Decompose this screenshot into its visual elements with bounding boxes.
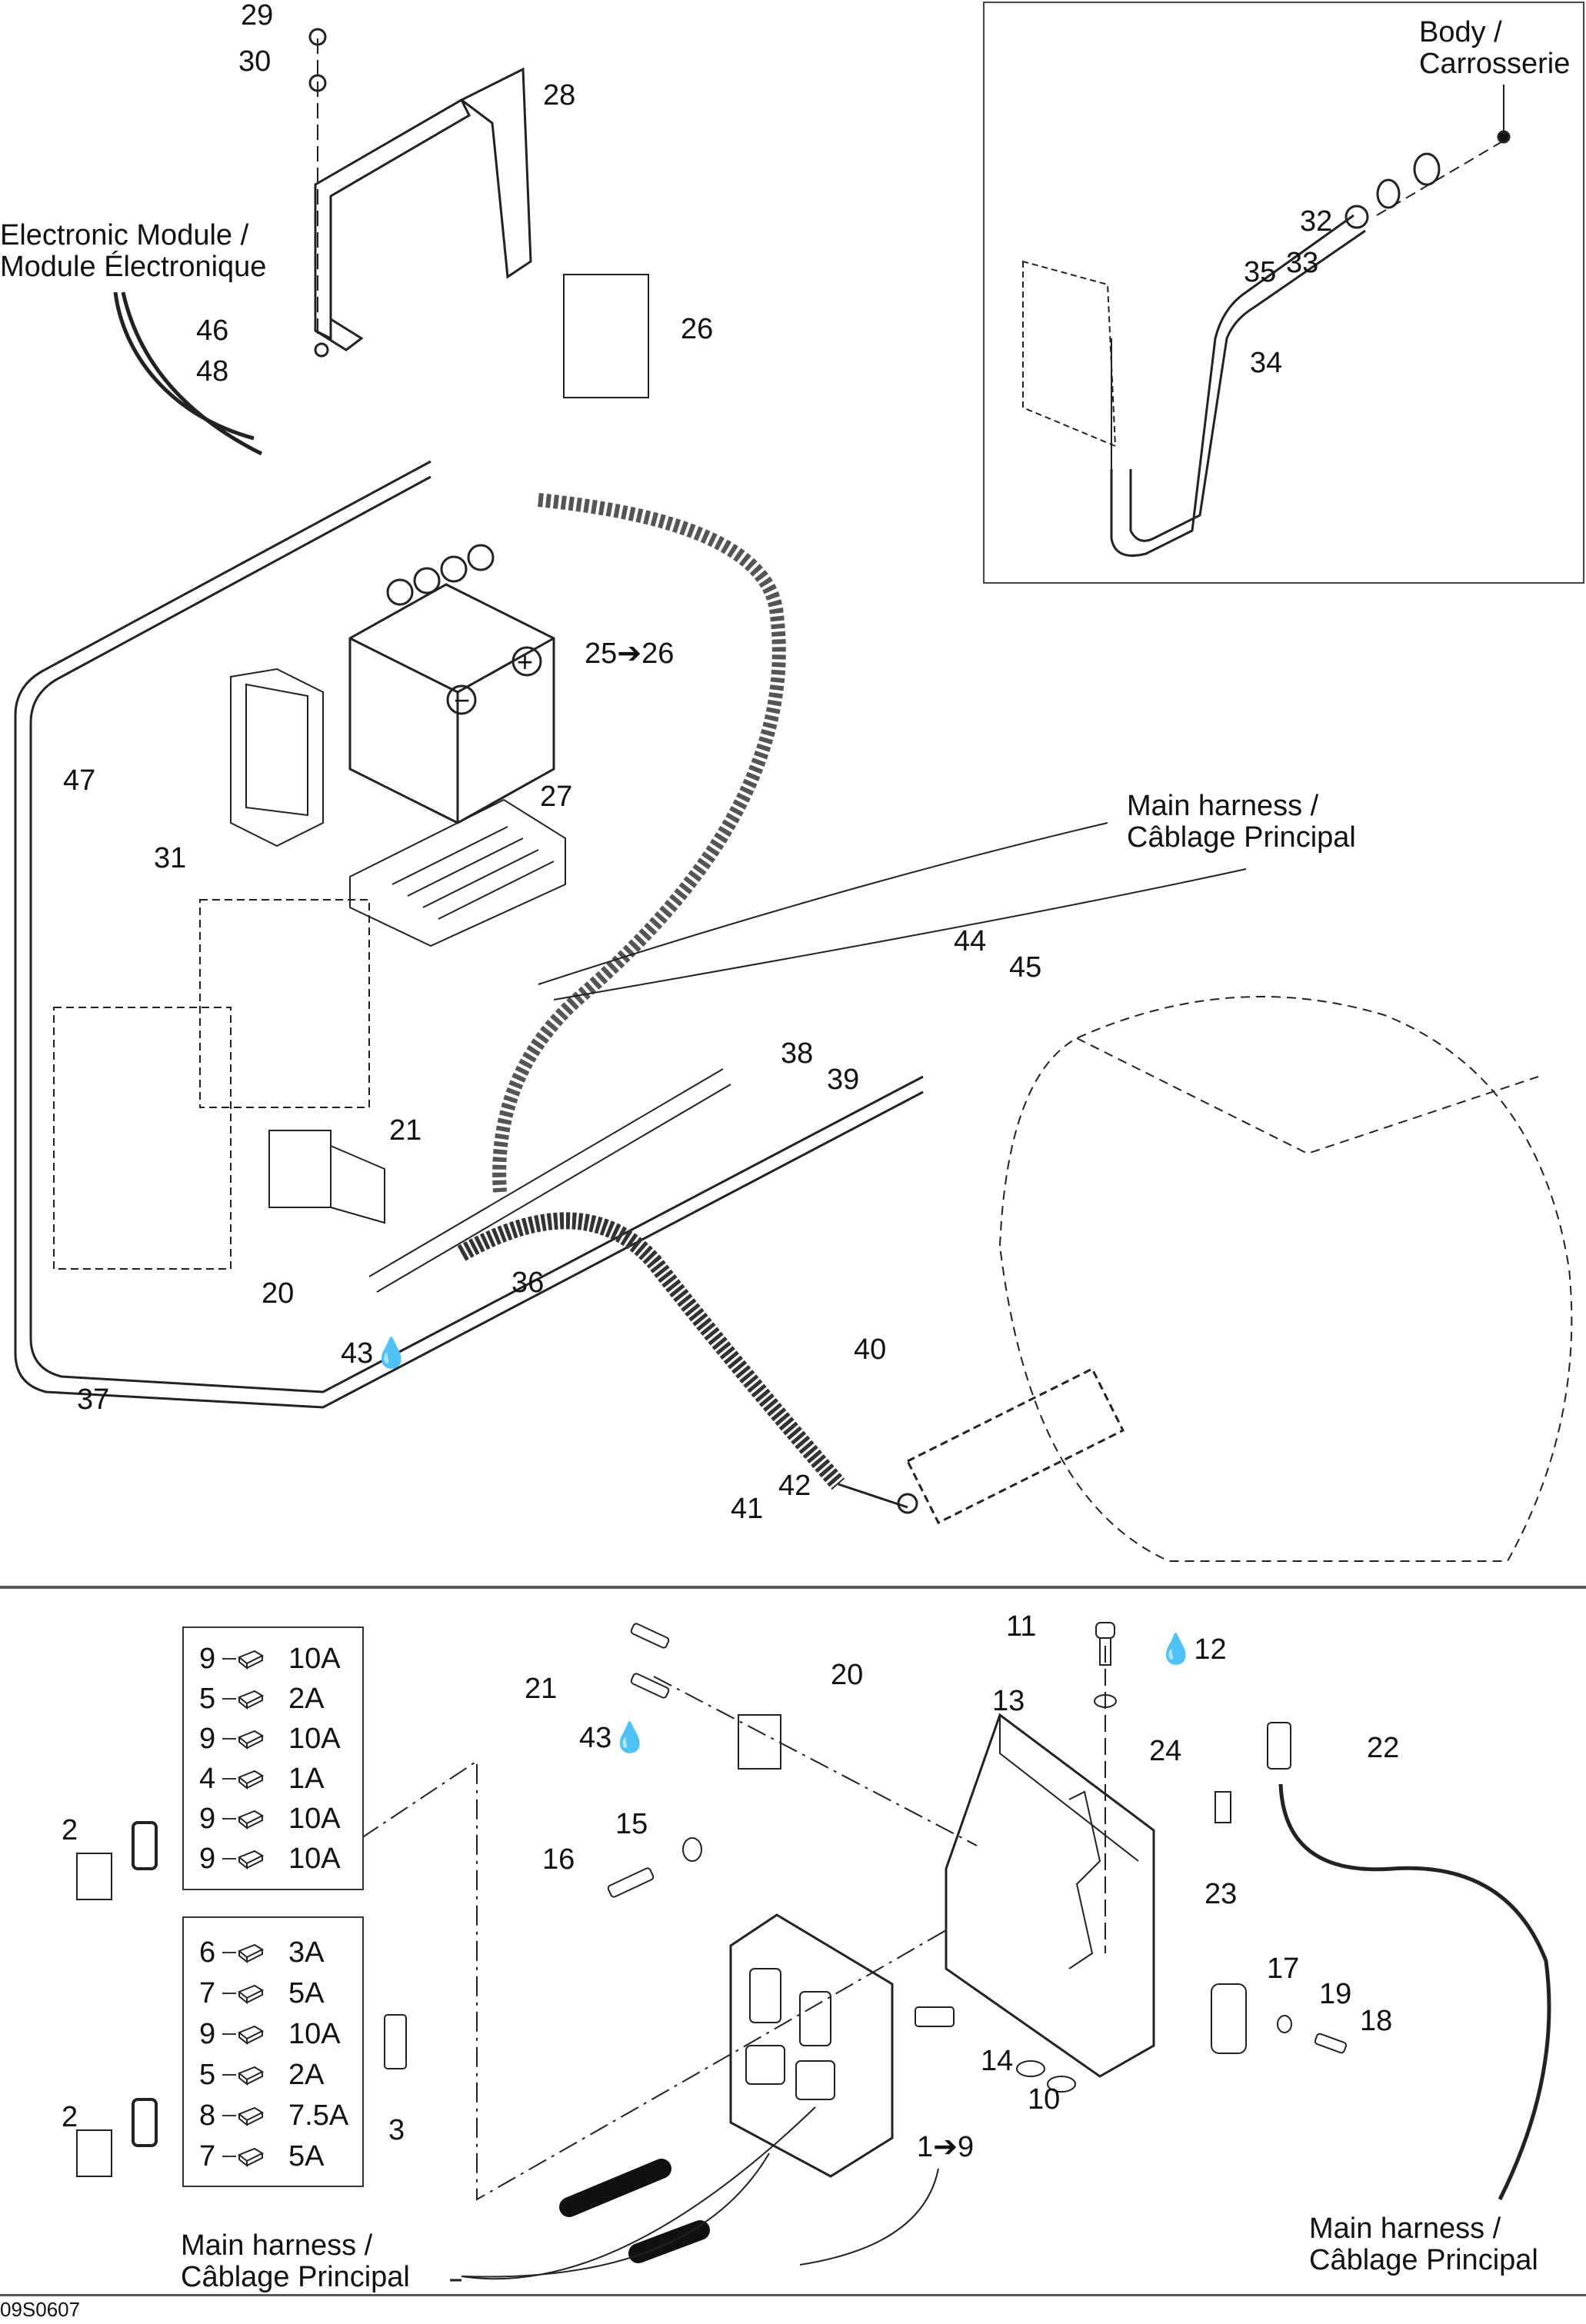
fuse-icon	[238, 1650, 265, 1670]
fuse-icon	[238, 2025, 265, 2045]
fuse-icon	[238, 1810, 265, 1830]
fuse-icon	[238, 2147, 265, 2167]
callout-15: 15	[615, 1808, 648, 1840]
callout-20-top: 20	[262, 1277, 295, 1310]
callout-1-9: 1➔9	[917, 2131, 975, 2163]
fuse-icon	[238, 1770, 265, 1790]
note-body: Body / Carrosserie	[1419, 16, 1571, 80]
callout-41: 41	[731, 1493, 764, 1525]
fuse-icon	[238, 1730, 265, 1750]
callout-30: 30	[238, 45, 272, 78]
callout-46: 46	[196, 315, 229, 347]
callout-38: 38	[781, 1037, 814, 1070]
callout-12: 💧12	[1158, 1633, 1227, 1666]
note-electronic-module: Electronic Module / Module Électronique	[0, 219, 267, 283]
callout-16: 16	[542, 1843, 575, 1876]
svg-text:+: +	[517, 646, 533, 678]
fuse-icon	[238, 1943, 265, 1963]
battery-vent-inset	[983, 2, 1584, 584]
callout-22: 22	[1367, 1732, 1400, 1764]
fuse-icon	[238, 1850, 265, 1870]
callout-2-upper: 2	[62, 1814, 78, 1846]
callout-40: 40	[854, 1333, 887, 1366]
callout-26: 26	[681, 313, 714, 345]
callout-21-bottom: 21	[525, 1673, 558, 1705]
section-divider	[0, 1586, 1586, 1589]
callout-25-26: 25➔26	[585, 638, 675, 670]
threadlocker-drop-icon: 💧	[1158, 1633, 1194, 1666]
callout-17: 17	[1267, 1953, 1300, 1985]
callout-43-top: 43💧	[341, 1337, 410, 1370]
callout-14: 14	[981, 2045, 1014, 2077]
callout-11: 11	[1006, 1610, 1037, 1643]
callout-48: 48	[196, 355, 229, 388]
callout-33: 33	[1286, 247, 1319, 279]
callout-29: 29	[241, 0, 274, 32]
fuse-icon	[238, 1984, 265, 2004]
callout-44: 44	[954, 925, 987, 957]
callout-13: 13	[992, 1685, 1025, 1717]
callout-21-top: 21	[389, 1114, 422, 1147]
callout-3: 3	[388, 2114, 405, 2146]
callout-27: 27	[540, 781, 573, 813]
svg-text:−: −	[454, 684, 470, 716]
callout-35: 35	[1244, 256, 1277, 288]
callout-39: 39	[827, 1064, 860, 1096]
threadlocker-drop-icon: 💧	[373, 1337, 410, 1370]
note-main-harness-bottom-left: Main harness / Câblage Principal	[181, 2229, 410, 2293]
callout-23: 23	[1204, 1878, 1238, 1910]
note-main-harness-bottom-right: Main harness / Câblage Principal	[1309, 2212, 1538, 2276]
threadlocker-drop-icon: 💧	[611, 1722, 648, 1754]
callout-28: 28	[543, 79, 576, 112]
fuse-icon	[238, 2066, 265, 2086]
figure-code: 09S0607	[0, 2298, 81, 2321]
fuse-icon	[238, 1690, 265, 1710]
callout-36: 36	[511, 1267, 545, 1299]
battery: − +	[348, 544, 555, 824]
callout-31: 31	[154, 842, 187, 874]
callout-45: 45	[1009, 951, 1042, 984]
callout-47: 47	[63, 764, 96, 797]
callout-24: 24	[1149, 1735, 1182, 1767]
callout-32: 32	[1300, 205, 1333, 238]
battery-bracket	[314, 67, 532, 358]
nut-icon	[308, 28, 327, 46]
fuse-icon	[238, 2106, 265, 2126]
callout-18: 18	[1360, 2005, 1393, 2037]
callout-43-bottom: 43💧	[579, 1722, 648, 1754]
callout-19: 19	[1319, 1978, 1352, 2010]
callout-2-lower: 2	[62, 2101, 78, 2133]
footer-divider	[0, 2294, 1586, 2296]
callout-34: 34	[1250, 347, 1283, 379]
callout-42: 42	[778, 1470, 811, 1502]
note-main-harness-top: Main harness / Câblage Principal	[1127, 790, 1356, 854]
callout-37: 37	[77, 1383, 110, 1416]
callout-20-bottom: 20	[831, 1659, 864, 1691]
callout-10: 10	[1028, 2083, 1061, 2116]
